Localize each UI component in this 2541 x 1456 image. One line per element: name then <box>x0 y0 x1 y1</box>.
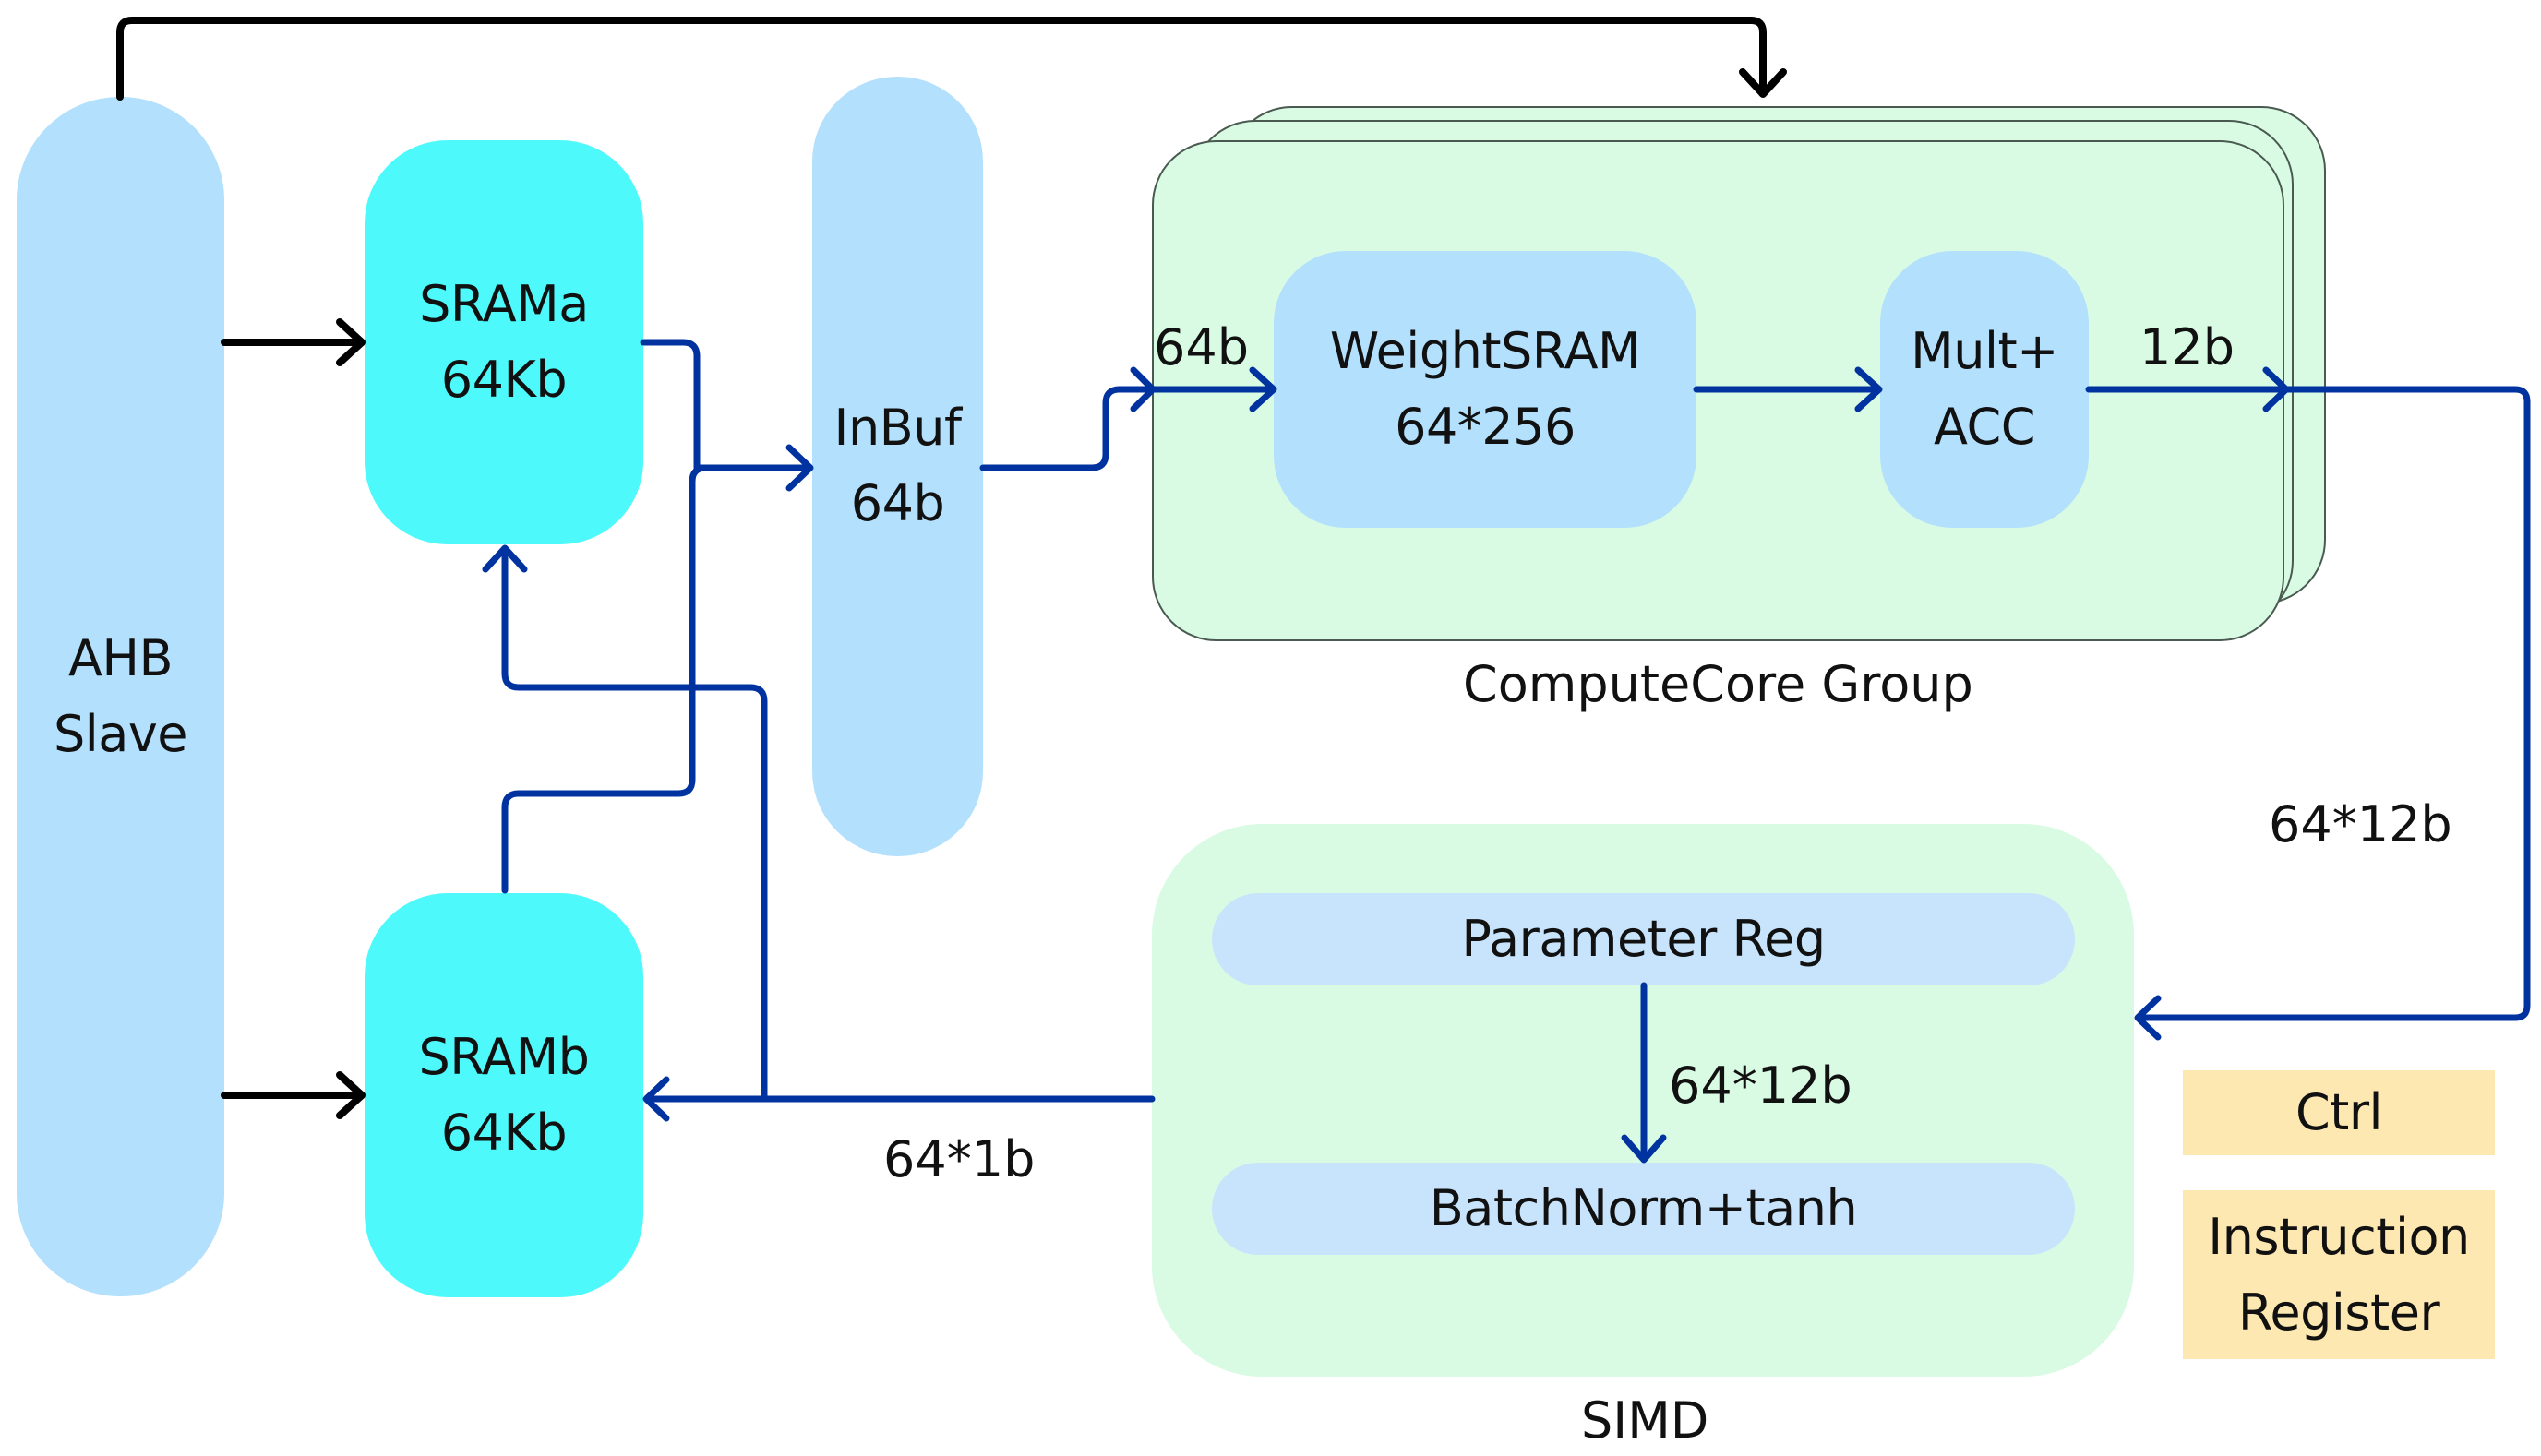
sramb-size: 64Kb <box>440 1104 568 1162</box>
ahb-to-compute-core-wire <box>116 17 1767 101</box>
parameter-reg-label: Parameter Reg <box>1461 910 1826 968</box>
inbuf-name: InBuf <box>833 399 962 457</box>
weight-sram-size: 64*256 <box>1395 398 1576 456</box>
srama-block: SRAMa 64Kb <box>365 140 643 544</box>
inbuf-block: InBuf 64b <box>812 77 983 856</box>
batchnorm-tanh-label: BatchNorm+tanh <box>1429 1179 1858 1237</box>
sramb-block: SRAMb 64Kb <box>365 893 643 1297</box>
edge-label-simd-to-sramb: 64*1b <box>883 1130 1036 1188</box>
batchnorm-tanh-block: BatchNorm+tanh <box>1212 1163 2075 1255</box>
instruction-register-block: Instruction Register <box>2183 1190 2495 1359</box>
ahb-slave-line1: AHB <box>67 629 174 687</box>
mult-acc-block: Mult+ ACC <box>1880 251 2089 528</box>
sramb-arrowhead <box>336 1071 366 1119</box>
mult-acc-line2: ACC <box>1934 398 2035 456</box>
ctrl-label: Ctrl <box>2295 1083 2383 1141</box>
ahb-slave-block: AHB Slave <box>17 97 224 1296</box>
inbuf-to-core-wire <box>979 386 1153 471</box>
instruction-register-line1: Instruction <box>2208 1207 2470 1266</box>
inbuf-arrowhead <box>785 444 814 492</box>
simd-arrowhead <box>2134 995 2162 1041</box>
edge-label-param-to-bn: 64*12b <box>1669 1056 1852 1115</box>
simd-to-srama-wire <box>501 545 768 1103</box>
weight-sram-arrowhead <box>1249 366 1277 412</box>
simd-group-label: SIMD <box>1581 1391 1709 1450</box>
ahb-slave-line2: Slave <box>53 705 188 763</box>
parameter-reg-block: Parameter Reg <box>1212 893 2075 985</box>
compute-core-arrowhead <box>1739 68 1787 98</box>
mult-out-arrowhead <box>2262 366 2290 412</box>
sramb-in-arrowhead <box>642 1076 670 1122</box>
srama-size: 64Kb <box>440 351 568 409</box>
mult-arrowhead <box>1854 366 1883 412</box>
inbuf-size: 64b <box>850 474 945 532</box>
edge-label-12b: 12b <box>2139 318 2235 376</box>
srama-arrowhead <box>336 318 366 366</box>
edge-label-64b: 64b <box>1154 318 1249 376</box>
weight-sram-block: WeightSRAM 64*256 <box>1274 251 1696 528</box>
edge-label-core-to-simd: 64*12b <box>2269 795 2452 853</box>
srama-name: SRAMa <box>419 275 589 333</box>
sramb-to-inbuf-wire <box>501 464 710 894</box>
compute-core-group-label: ComputeCore Group <box>1463 655 1973 713</box>
mult-to-simd-wire <box>2085 386 2531 1021</box>
ctrl-block: Ctrl <box>2183 1070 2495 1155</box>
instruction-register-line2: Register <box>2237 1283 2440 1342</box>
mult-acc-line1: Mult+ <box>1911 322 2058 380</box>
srama-in-arrowhead <box>482 544 528 573</box>
weight-sram-name: WeightSRAM <box>1329 322 1641 380</box>
srama-to-inbuf-wire <box>640 339 811 471</box>
sramb-name: SRAMb <box>418 1028 590 1086</box>
batchnorm-arrowhead <box>1621 1134 1667 1164</box>
